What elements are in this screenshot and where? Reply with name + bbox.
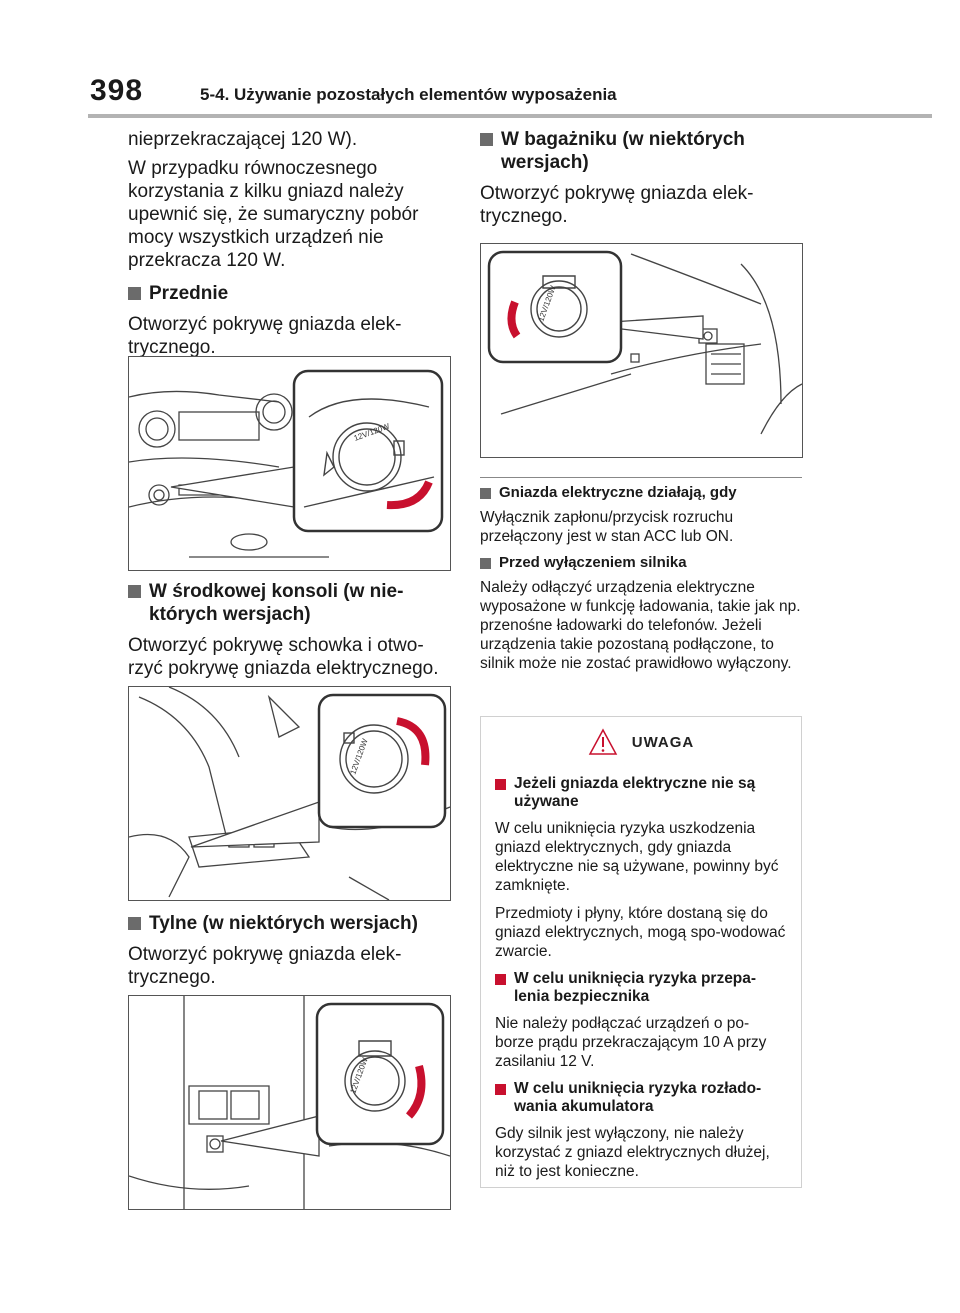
front-zoom-callout	[292, 369, 444, 533]
warning-heading-unused: Jeżeli gniazda elektryczne nie są używan…	[495, 775, 787, 811]
warning-heading-unused-text: Jeżeli gniazda elektryczne nie są używan…	[514, 775, 756, 810]
left-column-bottom: Tylne (w niektórych wersjach) Otworzyć p…	[128, 912, 450, 999]
warning-triangle-icon	[588, 728, 618, 755]
notes-rule	[480, 477, 802, 478]
intro-line-1: nieprzekraczającej 120 W).	[128, 129, 358, 150]
front-socket-illustration: 12V/120W	[129, 369, 444, 558]
square-bullet-icon	[480, 558, 491, 569]
warning-heading-fuse: W celu uniknięcia ryzyka przepa-lenia be…	[495, 970, 787, 1006]
square-bullet-icon	[128, 287, 141, 300]
section-title: 5-4. Używanie pozostałych elementów wypo…	[200, 85, 617, 104]
warning-fuse-text: Nie należy podłączać urządzeń o po-borze…	[495, 1015, 767, 1070]
section-console-text: Otworzyć pokrywę schowka i otwo-rzyć pok…	[128, 635, 439, 679]
trunk-socket-illustration: 12V/120W	[487, 250, 802, 435]
square-bullet-icon	[495, 974, 506, 985]
console-socket-illustration: 12V/120W	[129, 687, 450, 900]
warning-heading-fuse-text: W celu uniknięcia ryzyka przepa-lenia be…	[514, 970, 757, 1005]
note-heading-engine-off: Przed wyłączeniem silnika	[480, 554, 802, 572]
trunk-zoom-callout	[487, 250, 623, 364]
section-heading-rear-text: Tylne (w niektórych wersjach)	[149, 913, 418, 934]
section-heading-rear: Tylne (w niektórych wersjach)	[128, 912, 450, 935]
notes: Gniazda elektryczne działają, gdy Wyłącz…	[480, 484, 802, 681]
warning-battery-text: Gdy silnik jest wyłączony, nie należy ko…	[495, 1125, 770, 1180]
square-bullet-icon	[495, 1084, 506, 1095]
square-bullet-icon	[128, 585, 141, 598]
left-column-mid: W środkowej konsoli (w nie-których wersj…	[128, 580, 450, 690]
warning-unused-text-1: W celu uniknięcia ryzyka uszkodzenia gni…	[495, 820, 779, 894]
section-rear-text: Otworzyć pokrywę gniazda elek-trycznego.	[128, 944, 402, 988]
square-bullet-icon	[480, 133, 493, 146]
warning-heading-battery: W celu uniknięcia ryzyka rozłado-wania a…	[495, 1080, 787, 1116]
section-heading-front-text: Przednie	[149, 283, 229, 304]
page-number: 398	[90, 74, 144, 107]
figure-console-socket: 12V/120W	[128, 686, 451, 901]
section-trunk-text: Otworzyć pokrywę gniazda elek-trycznego.	[480, 183, 754, 227]
section-heading-trunk: W bagażniku (w niektórych wersjach)	[480, 128, 802, 174]
rear-socket-illustration: 12V/120W	[129, 996, 450, 1209]
section-heading-console-text: W środkowej konsoli (w nie-których wersj…	[149, 581, 404, 625]
note-engine-off-text: Należy odłączyć urządzenia elektryczne w…	[480, 579, 801, 672]
note-heading-operation-text: Gniazda elektryczne działają, gdy	[499, 484, 737, 501]
figure-rear-socket: 12V/120W	[128, 995, 451, 1210]
square-bullet-icon	[128, 917, 141, 930]
right-column: W bagażniku (w niektórych wersjach) Otwo…	[480, 128, 802, 238]
left-column: nieprzekraczającej 120 W). W przypadku r…	[128, 128, 450, 373]
intro-line-2: W przypadku równoczesnego korzystania z …	[128, 158, 419, 271]
warning-unused-text-2: Przedmioty i płyny, które dostaną się do…	[495, 905, 786, 960]
note-operation-text: Wyłącznik zapłonu/przycisk rozruchu prze…	[480, 509, 734, 545]
square-bullet-icon	[480, 488, 491, 499]
note-heading-engine-off-text: Przed wyłączeniem silnika	[499, 554, 687, 571]
warning-body: Jeżeli gniazda elektryczne nie są używan…	[481, 767, 801, 1181]
warning-header: UWAGA	[481, 717, 801, 767]
header-rule	[88, 114, 932, 118]
section-heading-console: W środkowej konsoli (w nie-których wersj…	[128, 580, 450, 626]
square-bullet-icon	[495, 779, 506, 790]
warning-box: UWAGA Jeżeli gniazda elektryczne nie są …	[480, 716, 802, 1188]
note-heading-operation: Gniazda elektryczne działają, gdy	[480, 484, 802, 502]
section-front-text: Otworzyć pokrywę gniazda elek-trycznego.	[128, 314, 402, 358]
section-heading-trunk-text: W bagażniku (w niektórych wersjach)	[501, 129, 745, 173]
warning-heading-battery-text: W celu uniknięcia ryzyka rozłado-wania a…	[514, 1080, 762, 1115]
page-header: 398 5-4. Używanie pozostałych elementów …	[0, 0, 960, 120]
figure-front-socket: 12V/120W	[128, 356, 451, 571]
section-heading-front: Przednie	[128, 282, 450, 305]
warning-label: UWAGA	[631, 733, 695, 751]
figure-trunk-socket: 12V/120W	[480, 243, 803, 458]
